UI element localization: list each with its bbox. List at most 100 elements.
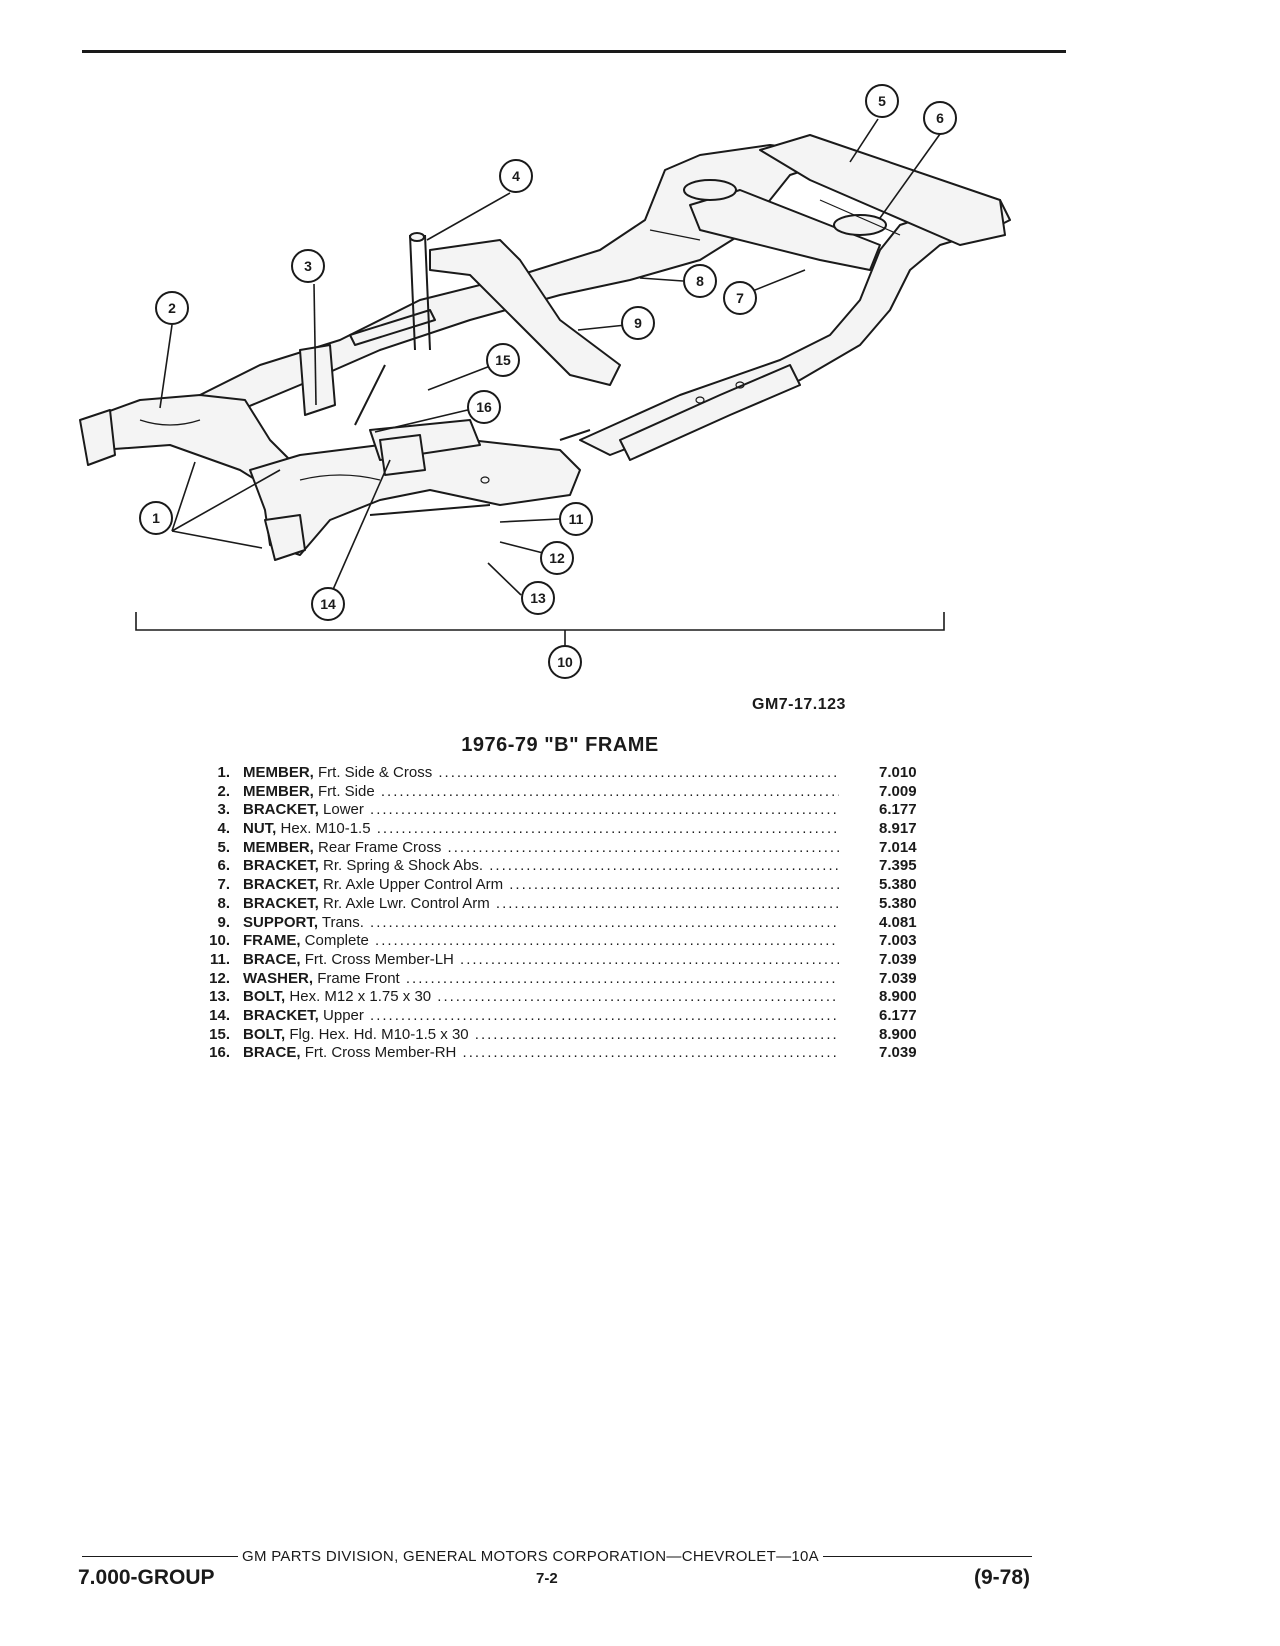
dot-leader: ........................................… — [370, 913, 839, 931]
part-number: 10. — [209, 932, 230, 950]
part-name: MEMBER, — [243, 782, 314, 800]
part-group-number: 7.039 — [879, 1044, 917, 1062]
part-number: 12. — [209, 969, 230, 987]
part-detail: Rr. Axle Lwr. Control Arm — [323, 894, 490, 912]
callout-6: 6 — [936, 110, 944, 126]
part-detail: Rr. Axle Upper Control Arm — [323, 876, 504, 894]
part-description: FRAME, Complete ........................… — [243, 932, 839, 951]
callout-15: 15 — [495, 352, 511, 368]
part-detail: Rr. Spring & Shock Abs. — [323, 857, 484, 875]
part-row: 15.BOLT, Flg. Hex. Hd. M10-1.5 x 30 ....… — [190, 1026, 950, 1045]
footer-rule-left — [82, 1555, 238, 1558]
part-number: 11. — [209, 950, 230, 968]
callout-8: 8 — [696, 273, 704, 289]
footer-division-text: GM PARTS DIVISION, GENERAL MOTORS CORPOR… — [242, 1548, 819, 1565]
part-group-number: 8.917 — [879, 820, 917, 838]
part-name: BRACKET, — [243, 894, 319, 912]
callout-9: 9 — [634, 315, 642, 331]
part-detail: Hex. M12 x 1.75 x 30 — [289, 988, 432, 1006]
dot-leader: ........................................… — [495, 894, 839, 912]
part-group-number: 4.081 — [879, 913, 917, 931]
callout-14: 14 — [320, 596, 336, 612]
figure-code: GM7-17.123 — [752, 696, 846, 713]
part-detail: Hex. M10-1.5 — [280, 820, 371, 838]
part-row: 11. BRACE, Frt. Cross Member-LH .........… — [190, 951, 950, 970]
part-number: 8. — [217, 894, 230, 912]
part-group-number: 7.039 — [879, 969, 917, 987]
part-number: 2. — [217, 782, 230, 800]
part-name: MEMBER, — [243, 838, 314, 856]
callout-10: 10 — [557, 654, 573, 670]
part-detail: Lower — [323, 801, 364, 819]
part-detail: Frt. Side & Cross — [318, 764, 433, 781]
part-detail: Upper — [323, 1006, 364, 1024]
part-group-number: 7.003 — [879, 932, 917, 950]
footer-page-number: 7-2 — [536, 1570, 558, 1587]
part-name: BRACKET, — [243, 1006, 319, 1024]
part-detail: Frt. Side — [318, 782, 375, 800]
part-group-number: 7.395 — [879, 857, 917, 875]
part-row: 14. BRACKET, Upper ......................… — [190, 1007, 950, 1026]
part-name: BRACE, — [243, 1044, 301, 1062]
part-number: 15. — [209, 1025, 230, 1043]
part-description: WASHER, Frame Front ....................… — [243, 970, 839, 989]
dot-leader: ........................................… — [370, 801, 839, 819]
part-detail: Trans. — [321, 913, 364, 931]
part-description: BRACKET, Upper .........................… — [243, 1007, 839, 1026]
part-description: MEMBER, Frt. Side ......................… — [243, 783, 839, 802]
callout-11: 11 — [569, 511, 584, 527]
part-group-number: 7.039 — [879, 950, 917, 968]
dot-leader: ........................................… — [376, 820, 839, 838]
part-number: 13. — [209, 988, 230, 1006]
part-row: 6.BRACKET, Rr. Spring & Shock Abs. .....… — [190, 857, 950, 876]
part-description: BRACKET, Rr. Spring & Shock Abs. .......… — [243, 857, 839, 876]
callout-13: 13 — [530, 590, 546, 606]
callout-2: 2 — [168, 300, 176, 316]
part-row: 7.BRACKET, Rr. Axle Upper Control Arm ..… — [190, 876, 950, 895]
callout-16: 16 — [476, 399, 492, 415]
part-number: 5. — [217, 838, 230, 856]
part-description: BRACKET, Lower .........................… — [243, 801, 839, 820]
part-name: BRACKET, — [243, 801, 319, 819]
frame-exploded-diagram: 1 2 3 4 5 6 7 8 9 10 11 12 13 14 15 16 — [79, 84, 1011, 679]
part-group-number: 8.900 — [879, 1025, 917, 1043]
part-row: 9.SUPPORT, Trans. ......................… — [190, 914, 950, 933]
callout-1: 1 — [152, 510, 160, 526]
part-row: 13. BOLT, Hex. M12 x 1.75 x 30 ..........… — [190, 988, 950, 1007]
part-number: 3. — [217, 801, 230, 819]
part-number: 9. — [217, 913, 230, 931]
parts-list-title: 1976-79 "B" FRAME — [461, 734, 659, 756]
part-group-number: 7.009 — [879, 782, 917, 800]
top-rule — [82, 50, 1066, 53]
callout-4: 4 — [512, 168, 520, 184]
part-description: BRACE, Frt. Cross Member-LH ............… — [243, 951, 839, 970]
part-row: 2. MEMBER, Frt. Side ....................… — [190, 783, 950, 802]
dot-leader: ........................................… — [375, 932, 839, 950]
part-row: 1.MEMBER, Frt. Side & Cross ............… — [190, 764, 950, 783]
part-row: 3. BRACKET, Lower .......................… — [190, 801, 950, 820]
part-name: BRACKET, — [243, 876, 319, 894]
dot-leader: ........................................… — [489, 857, 839, 875]
dot-leader: ........................................… — [370, 1006, 839, 1024]
part-name: MEMBER, — [243, 764, 314, 781]
part-row: 10. FRAME, Complete .....................… — [190, 932, 950, 951]
dot-leader: ........................................… — [405, 969, 839, 987]
part-number: 14. — [209, 1006, 230, 1024]
dot-leader: ........................................… — [462, 1044, 839, 1062]
assembly-bracket — [135, 612, 945, 648]
part-row: 8. BRACKET, Rr. Axle Lwr. Control Arm ...… — [190, 895, 950, 914]
part-description: MEMBER, Rear Frame Cross ...............… — [243, 839, 839, 858]
part-detail: Frt. Cross Member-LH — [304, 950, 454, 968]
dot-leader: ........................................… — [447, 838, 839, 856]
part-row: 12. WASHER, Frame Front .................… — [190, 970, 950, 989]
part-group-number: 6.177 — [879, 801, 917, 819]
frame-detail-lines — [139, 199, 901, 484]
footer-group-label: 7.000-GROUP — [78, 1566, 215, 1589]
frame-drawing — [79, 134, 1011, 561]
part-row: 16.BRACE, Frt. Cross Member-RH .........… — [190, 1044, 950, 1063]
part-group-number: 7.014 — [879, 838, 917, 856]
part-group-number: 5.380 — [879, 876, 917, 894]
part-description: BOLT, Hex. M12 x 1.75 x 30 .............… — [243, 988, 839, 1007]
part-description: BRACKET, Rr. Axle Lwr. Control Arm .....… — [243, 895, 839, 914]
footer-division-line: GM PARTS DIVISION, GENERAL MOTORS CORPOR… — [82, 1548, 1032, 1565]
